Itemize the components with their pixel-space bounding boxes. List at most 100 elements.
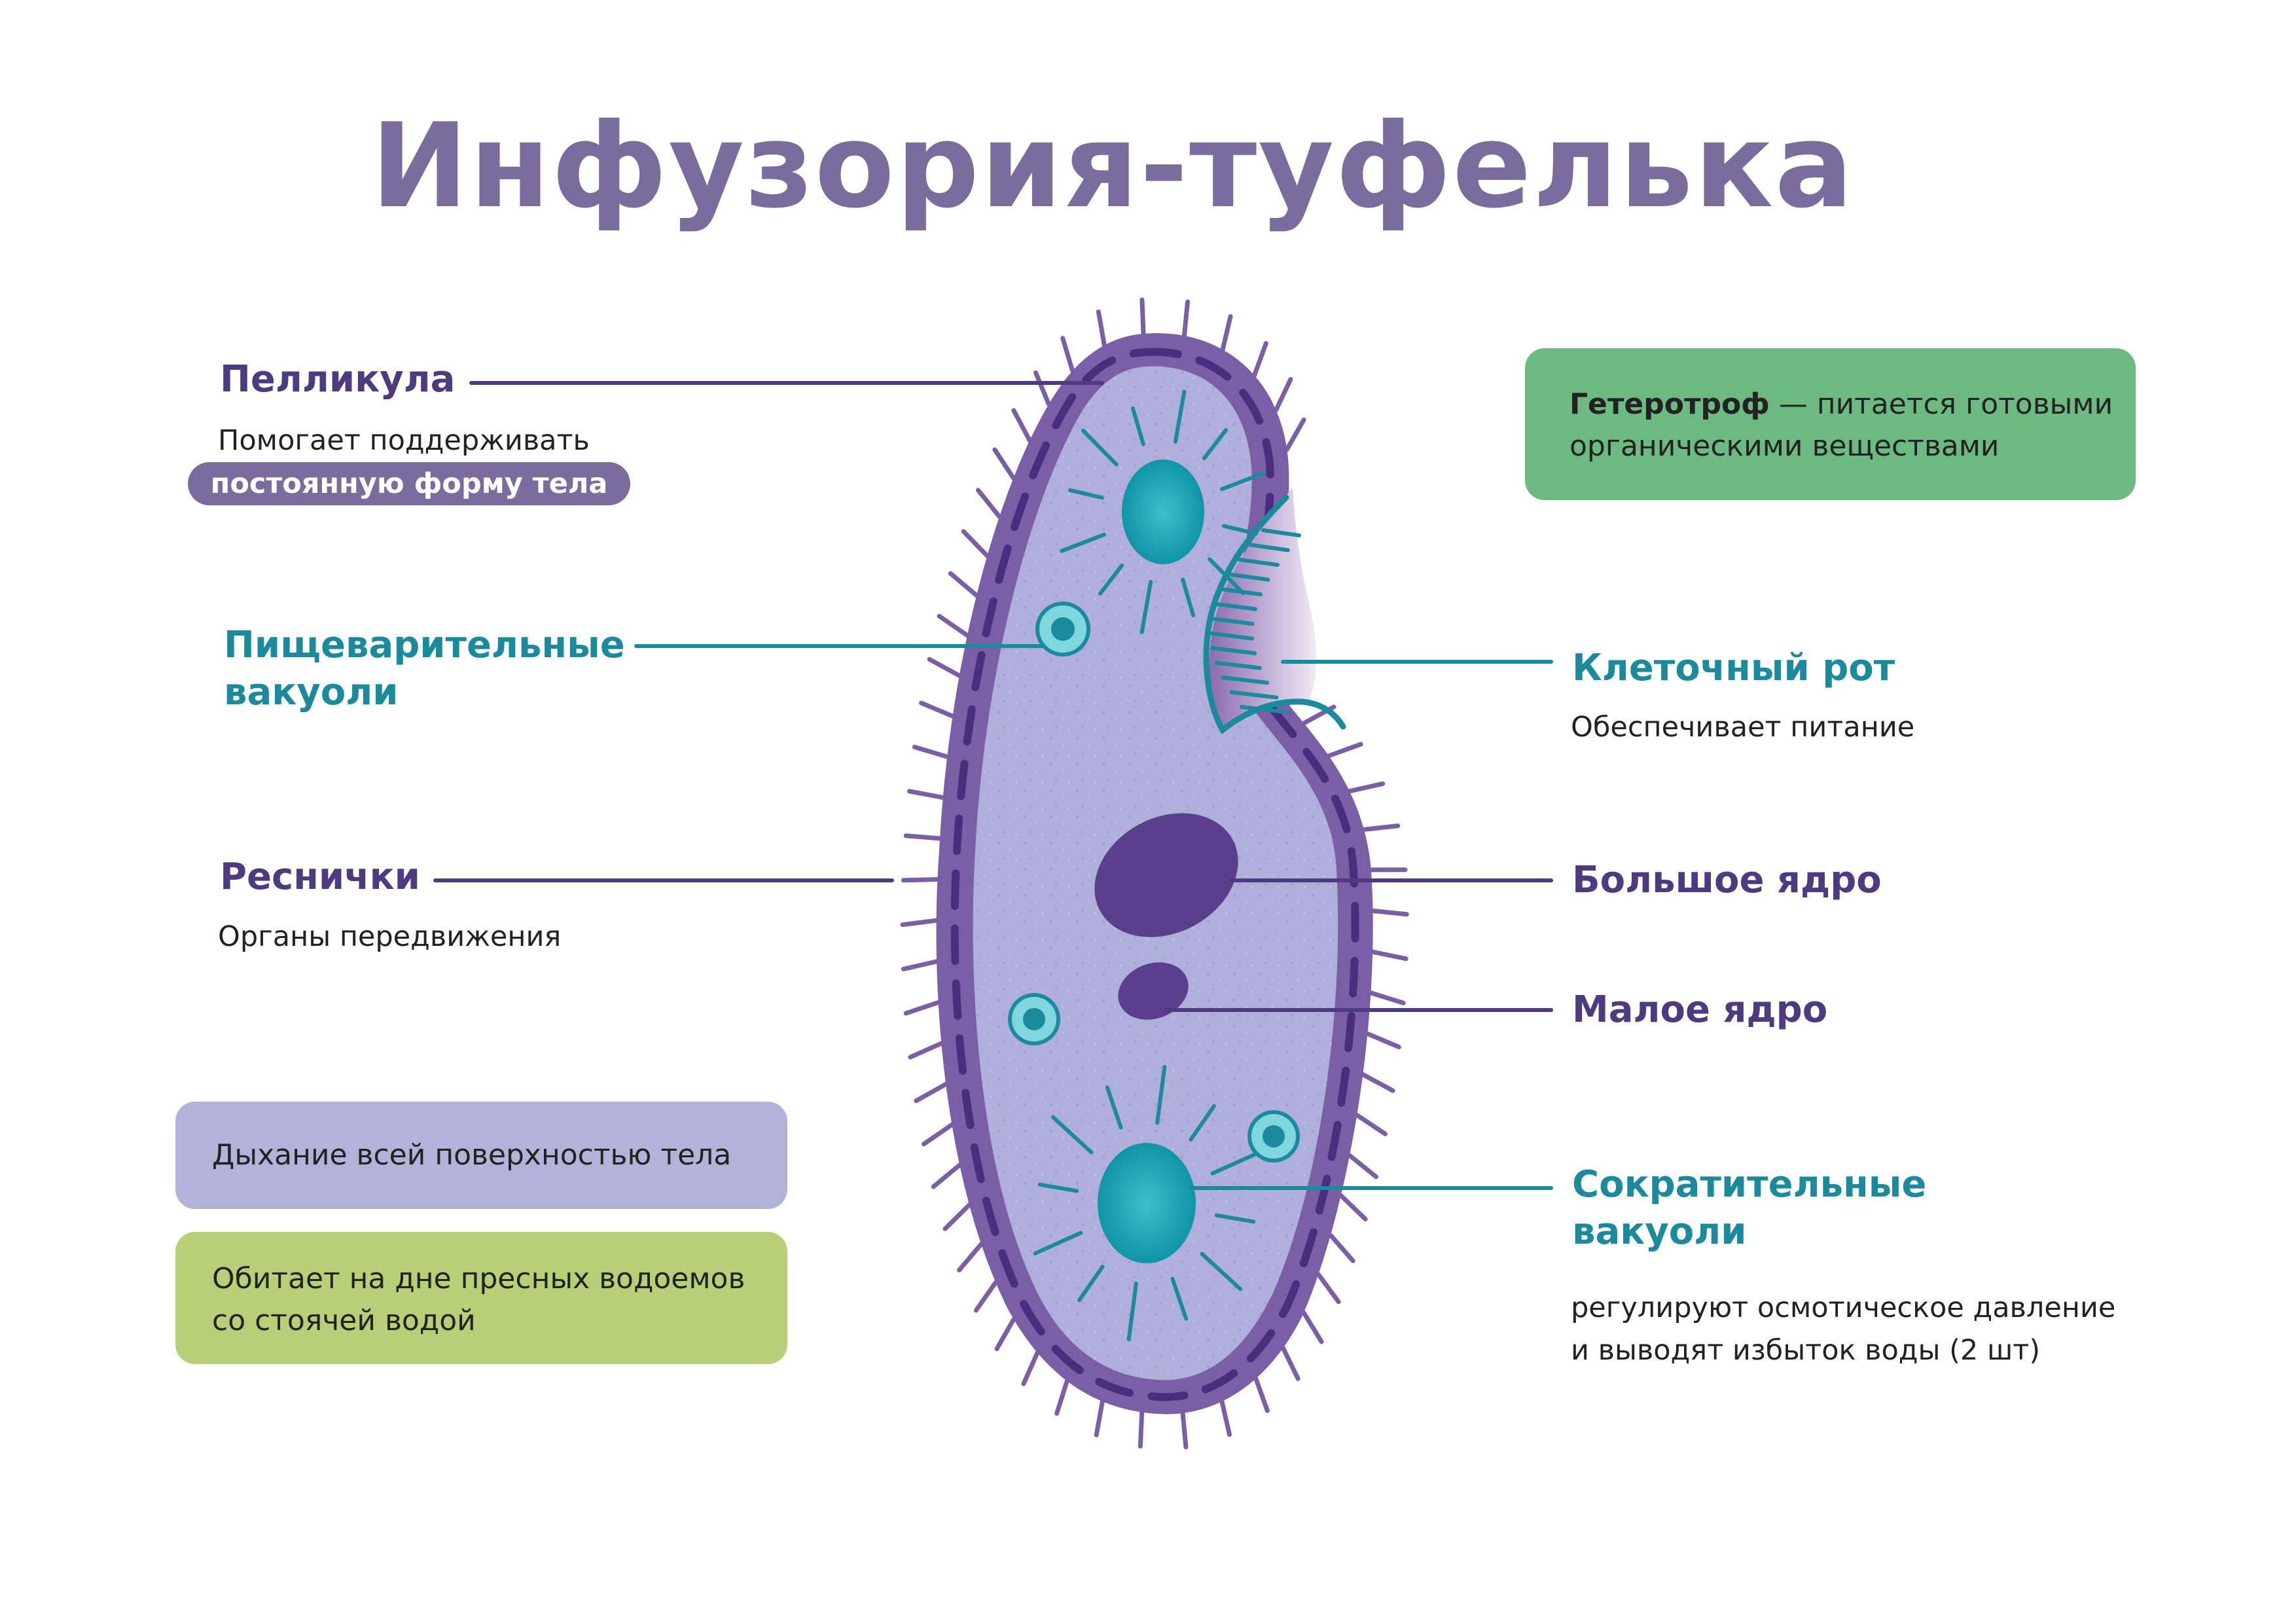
mouth-ridge xyxy=(1210,646,1257,655)
vacuole-ray xyxy=(1060,532,1106,553)
cilium xyxy=(1054,1379,1069,1416)
cilium xyxy=(1326,742,1363,759)
vacuole-ray xyxy=(1130,406,1145,446)
vacuole-ray xyxy=(1181,577,1196,618)
cilium xyxy=(1220,314,1233,352)
mouth-ridge xyxy=(1239,705,1289,714)
cilium xyxy=(1060,336,1075,374)
cilium xyxy=(948,571,979,598)
vacuole-ray xyxy=(1105,1085,1123,1130)
vacuole-ray xyxy=(1208,557,1246,596)
cell-mouth-label: Клеточный рот xyxy=(1572,647,1895,689)
cilium xyxy=(1360,1072,1395,1093)
mouth-ridge xyxy=(1238,558,1280,567)
mouth-ridge xyxy=(1249,543,1290,552)
cilium xyxy=(1368,990,1406,1005)
vacuole-ray xyxy=(1155,1064,1167,1125)
contractile-vacuole-bottom xyxy=(1098,1143,1196,1263)
digestive-vacuole xyxy=(1008,993,1060,1045)
cilium xyxy=(912,744,950,759)
contractile-vacuole-top xyxy=(1122,460,1204,564)
mouth-ridge xyxy=(1261,528,1301,537)
cilium xyxy=(1354,1112,1388,1136)
vacuole-ray xyxy=(1173,389,1187,444)
vacuole-ray xyxy=(1170,1276,1189,1321)
vacuole-ray xyxy=(1077,1265,1105,1303)
vacuole-ray xyxy=(1033,1231,1083,1255)
cilium xyxy=(961,529,990,558)
vacuole-ray xyxy=(1050,1115,1094,1155)
digestive-vacuole xyxy=(1035,602,1090,657)
cilium xyxy=(973,1280,998,1313)
mouth-ridge xyxy=(1229,690,1279,700)
pellicle-desc: Помогает поддерживать xyxy=(218,424,590,457)
cilium xyxy=(900,918,939,928)
macronucleus-label: Большое ядро xyxy=(1572,859,1882,901)
cilium xyxy=(1219,1399,1232,1437)
leader-lines xyxy=(433,381,1553,1190)
mouth-ridge xyxy=(1213,602,1257,611)
heterotroph-text-2: органическими веществами xyxy=(1570,429,2000,463)
cilium xyxy=(1094,1399,1105,1437)
heterotroph-box: Гетеротроф — питается готовыми органичес… xyxy=(1525,348,2136,500)
breathing-box: Дыхание всей поверхностью тела xyxy=(175,1102,787,1209)
cilium xyxy=(1316,1272,1341,1305)
vacuole-ray xyxy=(1220,471,1266,492)
cilia-desc: Органы передвижения xyxy=(218,920,562,953)
cilium xyxy=(901,959,939,971)
micronucleus xyxy=(1118,962,1189,1020)
cilium xyxy=(1021,1350,1040,1386)
vacuole-ray xyxy=(1098,563,1124,596)
cilia xyxy=(900,297,1409,1450)
heterotroph-term: Гетеротроф xyxy=(1570,388,1770,421)
mouth-ridge xyxy=(1221,676,1270,685)
cilium xyxy=(937,613,970,638)
vacuole-ray xyxy=(1067,488,1104,500)
cilium xyxy=(931,1163,962,1189)
digestive-vacuoles-label-line2: вакуоли xyxy=(224,671,399,713)
cilium xyxy=(1370,949,1408,962)
vacuole-ray xyxy=(1189,1104,1216,1142)
habitat-box: Обитает на дне пресных водоемов со стояч… xyxy=(175,1232,787,1364)
vacuole-ray xyxy=(1126,1281,1138,1342)
cilium xyxy=(975,488,1002,519)
mouth-ridge xyxy=(1209,617,1255,626)
cilium xyxy=(1139,297,1146,336)
cilium xyxy=(992,447,1016,480)
vacuole-ray xyxy=(1222,524,1259,536)
cilium xyxy=(1274,376,1293,412)
cilium xyxy=(1370,908,1409,917)
vacuole-ray xyxy=(1139,580,1153,634)
vacuole-ray xyxy=(1202,428,1229,461)
cilium xyxy=(957,1242,984,1272)
habitat-text-2: со стоячей водой xyxy=(212,1304,476,1337)
cilium xyxy=(1011,408,1032,443)
cilium xyxy=(1180,1411,1189,1450)
contractile-vacuoles-label-line2: вакуоли xyxy=(1572,1210,1747,1253)
micronucleus-label: Малое ядро xyxy=(1572,988,1828,1031)
cilium xyxy=(907,789,946,800)
cell-mouth-desc: Обеспечивает питание xyxy=(1571,711,1915,744)
pellicle-highlight: постоянную форму тела xyxy=(188,462,630,505)
digestive-vacuole xyxy=(1247,1110,1300,1163)
cilia-label: Реснички xyxy=(220,856,420,898)
cilium xyxy=(1361,823,1401,832)
cilium xyxy=(927,657,962,678)
mouth-ridge xyxy=(1227,572,1270,582)
cilium xyxy=(1253,1376,1270,1413)
cilium xyxy=(1301,1310,1324,1344)
cilium xyxy=(903,1000,941,1016)
cilium xyxy=(1252,341,1268,378)
cilium xyxy=(942,1202,972,1231)
cilium xyxy=(922,1122,954,1147)
contractile-vacuoles-desc-line1: регулируют осмотическое давление xyxy=(1571,1291,2116,1324)
heterotroph-text-1: — питается готовыми xyxy=(1769,388,2113,421)
vacuole-ray xyxy=(1200,1252,1243,1291)
cilium xyxy=(1328,1233,1355,1263)
cilium xyxy=(1338,1193,1368,1221)
cilium xyxy=(914,1081,948,1104)
cilium xyxy=(1284,417,1306,452)
cilium xyxy=(1181,299,1191,338)
digestive-vacuoles-label-line1: Пищеварительные xyxy=(224,624,625,666)
